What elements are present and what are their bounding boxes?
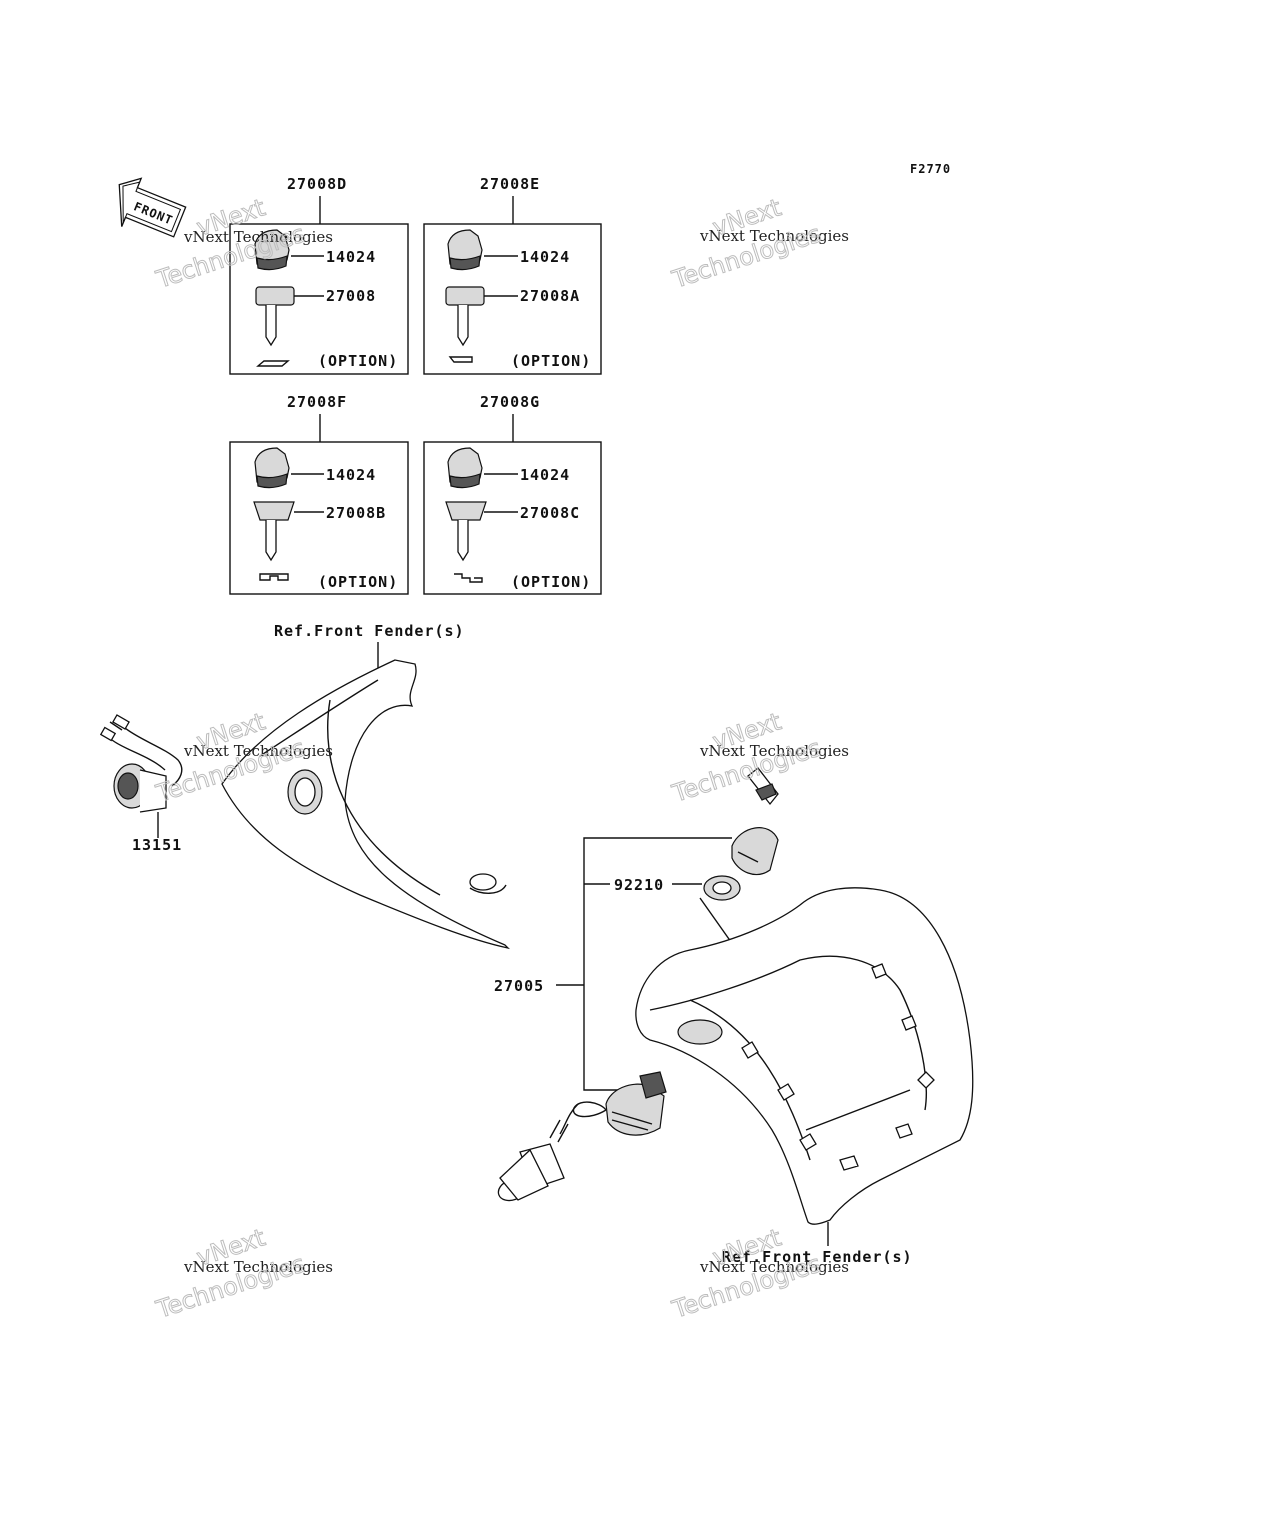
svg-text:vNext Technologies: vNext Technologies	[183, 742, 333, 760]
socket-part: 13151	[132, 836, 182, 854]
key-cylinder	[731, 827, 779, 875]
svg-text:vNext Technologies: vNext Technologies	[699, 227, 849, 245]
key-part: 27008B	[326, 504, 386, 522]
svg-text:vNext Technologies: vNext Technologies	[699, 1258, 849, 1276]
ref-front-fender-top: Ref.Front Fender(s)	[274, 622, 465, 640]
option-label: (OPTION)	[511, 573, 591, 591]
key-blank-icon	[255, 286, 295, 347]
key-set-number: 27008G	[480, 393, 540, 411]
front-fender-lower	[635, 887, 974, 1225]
key-set-number: 27008E	[480, 175, 540, 193]
svg-text:vNext Technologies: vNext Technologies	[183, 1258, 333, 1276]
key-profile-icon	[259, 573, 289, 581]
watermark: vNext Technologies vNext Technologies	[668, 193, 849, 295]
key-cap-part: 14024	[520, 466, 570, 484]
watermark: vNext Technologies vNext Technologies	[668, 1223, 849, 1325]
switch-assembly-part: 27005	[494, 977, 544, 995]
key-set-number: 27008F	[287, 393, 347, 411]
ring-nut	[703, 875, 741, 901]
svg-text:vNext Technologies: vNext Technologies	[699, 742, 849, 760]
option-label: (OPTION)	[318, 352, 398, 370]
power-socket	[99, 714, 183, 813]
key-profile-icon	[454, 573, 483, 583]
figure-code: F2770	[910, 162, 951, 176]
svg-text:vNext Technologies: vNext Technologies	[183, 228, 333, 246]
key-set-box-g: 27008G 14024 27008C (OPTION)	[423, 393, 602, 595]
ignition-key	[747, 767, 779, 806]
key-set-box-f: 27008F 14024 27008B (OPTION)	[229, 393, 409, 595]
key-cap-icon	[254, 229, 290, 271]
front-fender-panel	[221, 659, 511, 950]
key-set-box-d: 27008D 14024 27008 (OPTION)	[229, 175, 409, 375]
option-label: (OPTION)	[318, 573, 398, 591]
nut-part: 92210	[614, 876, 664, 894]
key-profile-icon	[448, 356, 473, 363]
key-cap-part: 14024	[326, 466, 376, 484]
key-blank-icon	[445, 286, 485, 347]
key-part: 27008C	[520, 504, 580, 522]
key-blank-icon	[445, 501, 487, 562]
key-part: 27008A	[520, 287, 580, 305]
key-cap-icon	[447, 229, 483, 271]
key-cap-part: 14024	[520, 248, 570, 266]
front-arrow-icon: FRONT	[118, 177, 187, 238]
key-part: 27008	[326, 287, 376, 305]
ref-front-fender-bottom: Ref.Front Fender(s)	[722, 1248, 913, 1266]
key-set-number: 27008D	[287, 175, 347, 193]
key-cap-icon	[447, 447, 483, 489]
ignition-switch	[497, 1071, 667, 1202]
option-label: (OPTION)	[511, 352, 591, 370]
key-blank-icon	[253, 501, 295, 562]
key-cap-icon	[254, 447, 290, 489]
key-profile-icon	[256, 360, 290, 367]
key-cap-part: 14024	[326, 248, 376, 266]
key-set-box-e: 27008E 14024 27008A (OPTION)	[423, 175, 602, 375]
watermark: vNext Technologies vNext Technologies	[152, 1223, 333, 1325]
